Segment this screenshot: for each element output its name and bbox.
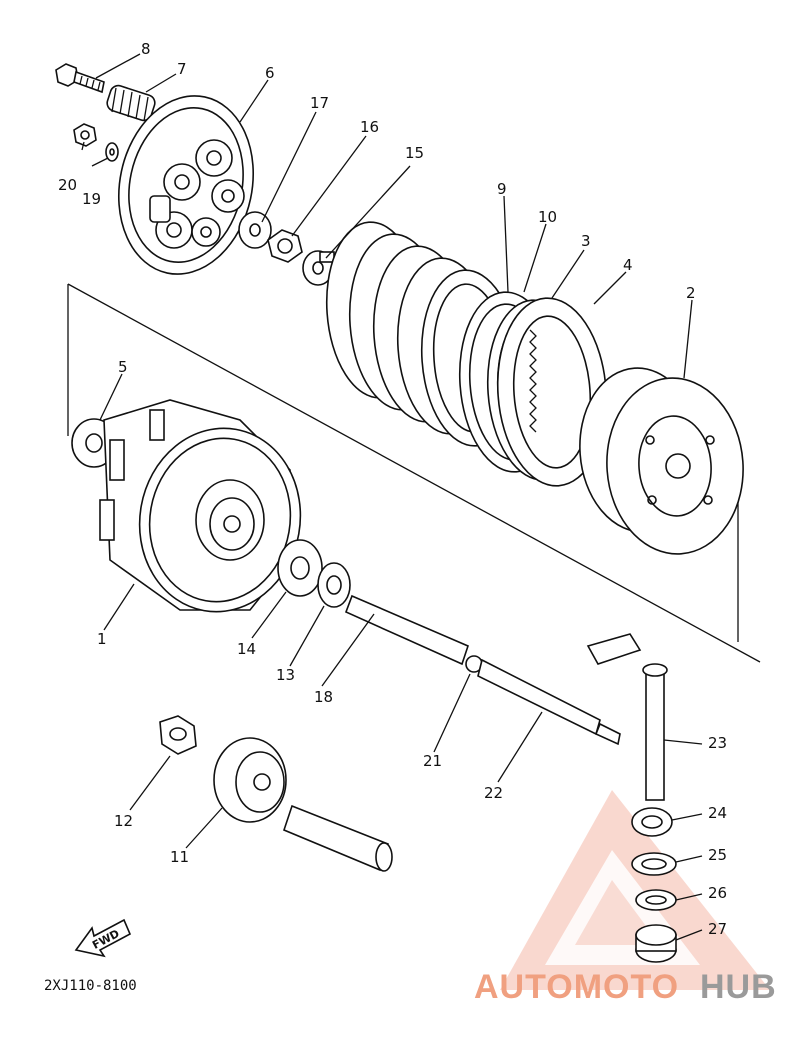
part-label-25: 25 <box>708 846 727 864</box>
part-label-16: 16 <box>360 118 379 136</box>
part-label-15: 15 <box>405 144 424 162</box>
part-label-10: 10 <box>538 208 557 226</box>
part-label-9: 9 <box>497 180 507 198</box>
part-label-8: 8 <box>141 40 151 58</box>
part-label-2: 2 <box>686 284 696 302</box>
part-label-5: 5 <box>118 358 128 376</box>
primary-drive-gear-part-11 <box>213 737 287 823</box>
watermark-part1: AUTOMOTO <box>474 968 679 1006</box>
part-label-23: 23 <box>708 734 727 752</box>
push-lever-shaft-part-23 <box>586 633 668 801</box>
watermark-text: AUTOMOTO HUB <box>474 968 777 1006</box>
part-label-24: 24 <box>708 804 727 822</box>
part-label-20: 20 <box>58 176 77 194</box>
nut-part-12 <box>159 715 197 755</box>
push-rod-part-18 <box>344 594 469 666</box>
friction-plate-part-4 <box>496 297 608 487</box>
crankshaft-end <box>283 804 393 872</box>
pressure-plate-part-6 <box>117 95 255 275</box>
part-label-19: 19 <box>82 190 101 208</box>
part-label-27: 27 <box>708 920 727 938</box>
spring-part-7 <box>106 84 156 122</box>
diagram-code: 2XJ110-8100 <box>44 978 137 994</box>
nut-part-16 <box>267 229 303 263</box>
washer-part-14 <box>277 539 323 597</box>
part-label-13: 13 <box>276 666 295 684</box>
bolt-part-8 <box>55 63 105 94</box>
part-label-21: 21 <box>423 752 442 770</box>
clutch-boss-part-2 <box>579 367 744 555</box>
forward-arrow-icon: FWD <box>74 918 132 958</box>
part-label-4: 4 <box>623 256 633 274</box>
part-label-3: 3 <box>581 232 591 250</box>
washer-part-19 <box>105 142 119 162</box>
part-label-14: 14 <box>237 640 256 658</box>
leader-lines <box>81 53 703 941</box>
part-number-labels: 1 2 3 4 5 6 7 8 9 10 11 12 13 14 15 16 1… <box>58 40 727 938</box>
nut-part-20 <box>73 123 97 147</box>
washer-part-13 <box>317 562 351 608</box>
part-label-18: 18 <box>314 688 333 706</box>
part-label-1: 1 <box>97 630 107 648</box>
assembly-frame-lines <box>67 283 761 663</box>
part-label-11: 11 <box>170 848 189 866</box>
part-label-12: 12 <box>114 812 133 830</box>
part-label-26: 26 <box>708 884 727 902</box>
clutch-housing-part-1 <box>99 399 302 613</box>
lock-washer-part-17 <box>238 211 272 249</box>
bearing-part-26 <box>635 889 677 911</box>
part-label-7: 7 <box>177 60 187 78</box>
part-label-6: 6 <box>265 64 275 82</box>
watermark-part2: HUB <box>700 968 777 1006</box>
spring-part-24 <box>631 807 673 837</box>
push-rod-part-22 <box>477 658 621 746</box>
part-label-22: 22 <box>484 784 503 802</box>
part-label-17: 17 <box>310 94 329 112</box>
oil-seal-part-25 <box>631 852 677 876</box>
bearing-part-27 <box>635 924 677 963</box>
